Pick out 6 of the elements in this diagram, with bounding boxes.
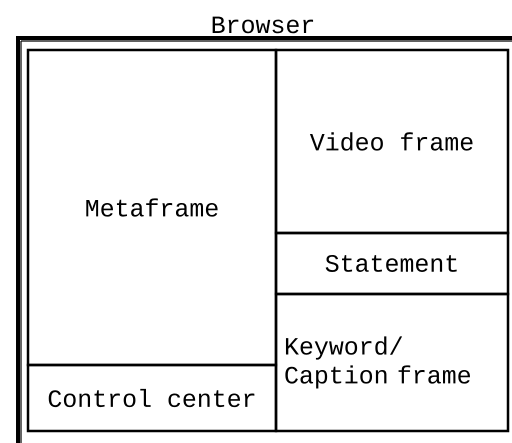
frame-box: Control center xyxy=(26,364,278,432)
frame-box: Statement xyxy=(274,232,510,296)
frame-box: Metaframe xyxy=(26,48,278,366)
frame-box: Keyword/ Caption frame xyxy=(274,292,510,432)
frame-box: Video frame xyxy=(274,48,510,234)
node-label: Browser xyxy=(212,16,314,34)
